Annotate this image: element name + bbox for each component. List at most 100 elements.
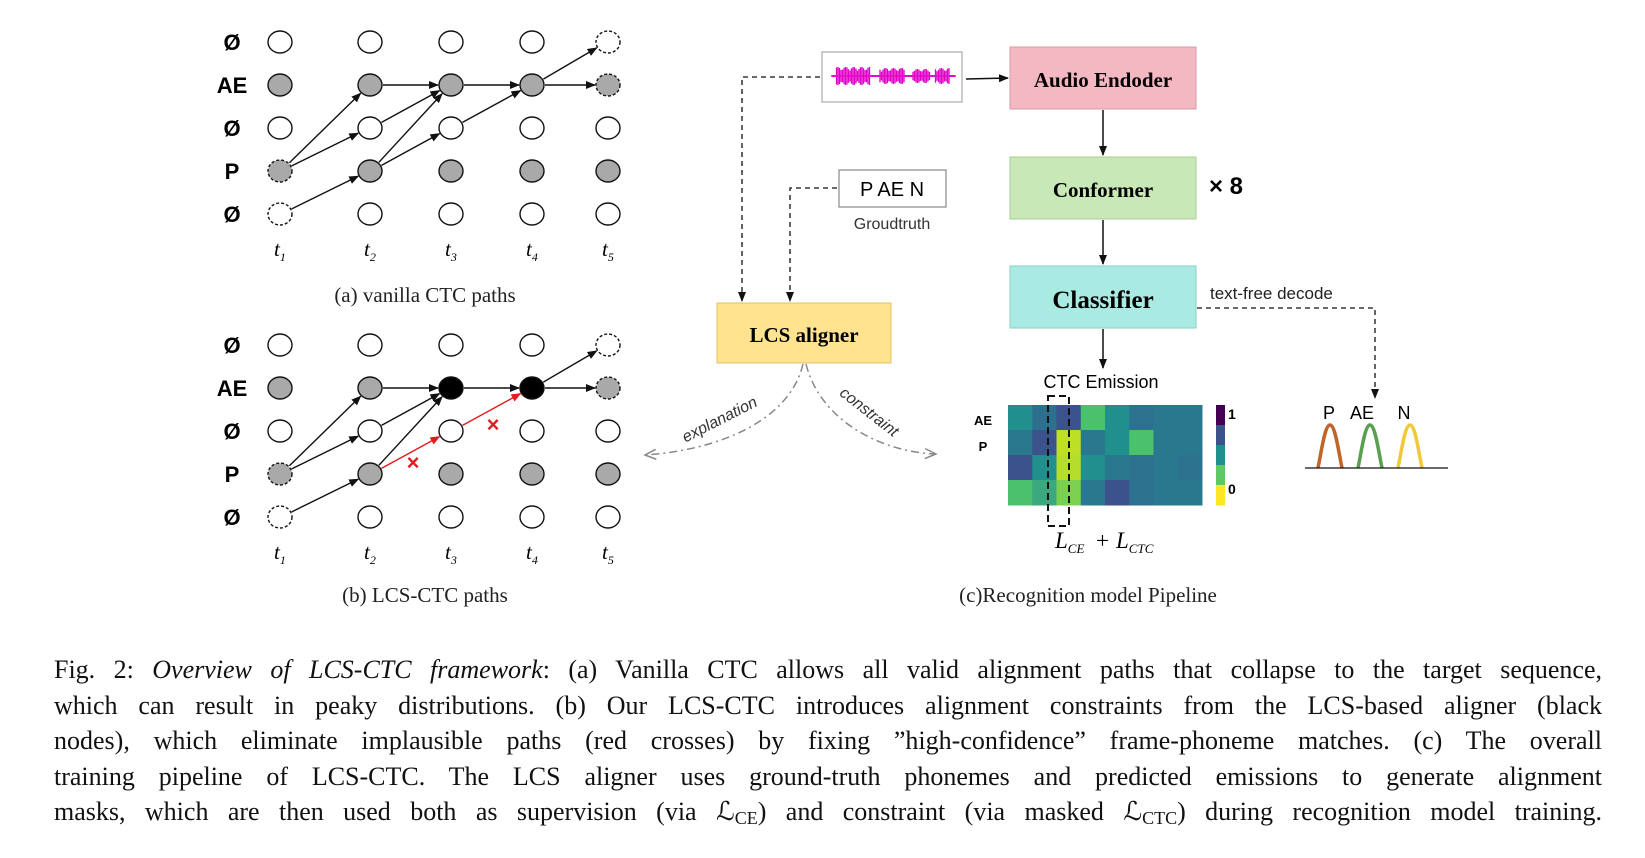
heatmap-cell	[1129, 405, 1154, 431]
conformer-label: Conformer	[1053, 178, 1153, 202]
lattice-node	[438, 30, 464, 54]
heatmap-cell	[1177, 480, 1203, 506]
colorbar-segment	[1216, 465, 1225, 486]
lattice-node	[519, 376, 545, 400]
heatmap-row-label-ae: AE	[974, 413, 992, 428]
colorbar-max-label: 1	[1228, 406, 1236, 422]
red-cross-mark: ×	[407, 450, 420, 475]
row-label: AE	[217, 73, 248, 98]
lattice-node	[519, 333, 545, 357]
time-label: t3	[445, 540, 457, 567]
path-edge	[381, 436, 441, 469]
path-edge	[381, 90, 441, 123]
colorbar-segment	[1216, 425, 1225, 446]
heatmap-cell	[1080, 430, 1106, 456]
heatmap-cell	[1105, 430, 1130, 456]
lattice-node	[438, 159, 464, 183]
caption-line: Fig. 2: Overview of LCS-CTC framework: (…	[54, 652, 1602, 688]
panel-c-caption: (c)Recognition model Pipeline	[959, 583, 1217, 607]
path-edge	[381, 393, 441, 426]
explanation-curve	[643, 363, 804, 460]
row-label: Ø	[223, 505, 240, 530]
path-edge	[462, 90, 522, 123]
lattice-node	[267, 462, 293, 486]
loss-ctc: LCTC	[1115, 528, 1154, 556]
path-edge	[291, 132, 360, 167]
lattice-node	[595, 73, 621, 97]
heatmap-cell	[1008, 405, 1033, 431]
lattice-node	[267, 30, 293, 54]
heatmap-cell	[1105, 480, 1130, 506]
audio-encoder-box	[1009, 46, 1197, 110]
lattice-node	[438, 333, 464, 357]
loss-plus: +	[1096, 528, 1109, 553]
caption-text: masks, which are then used both as super…	[54, 797, 716, 826]
row-label: Ø	[223, 202, 240, 227]
lattice-node	[595, 202, 621, 226]
path-edge	[542, 47, 598, 80]
time-label: t1	[274, 237, 286, 264]
time-label: t2	[364, 237, 376, 264]
heatmap-cell	[1153, 480, 1179, 506]
phoneme-peak	[1396, 423, 1424, 469]
caption-text: : (a) Vanilla CTC allows all valid align…	[542, 655, 1602, 684]
red-cross-mark: ×	[487, 412, 500, 437]
caption-line: nodes), which eliminate implausible path…	[54, 723, 1602, 759]
caption-text: Overview of LCS-CTC framework	[152, 655, 543, 684]
lattice-node	[519, 30, 545, 54]
phoneme-peak-label: N	[1398, 403, 1411, 423]
lattice-node	[595, 462, 621, 486]
arrow-text-free-decode	[1197, 307, 1379, 399]
path-edge	[542, 350, 598, 383]
phoneme-peak-label: AE	[1350, 403, 1374, 423]
conformer-box	[1009, 156, 1197, 220]
heatmap-cell	[1129, 430, 1154, 456]
explanation-label: explanation	[680, 394, 761, 446]
lattice-node	[357, 505, 383, 529]
path-edge	[291, 478, 360, 513]
lattice-node	[519, 116, 545, 140]
heatmap-cell	[1129, 480, 1154, 506]
colorbar-min-label: 0	[1228, 481, 1236, 497]
caption-line: masks, which are then used both as super…	[54, 794, 1602, 830]
lcs-aligner-box	[716, 302, 892, 364]
lattice-node	[438, 73, 464, 97]
caption-text: Fig. 2:	[54, 655, 153, 684]
lattice-node	[357, 116, 383, 140]
heatmap-cell	[1032, 430, 1057, 456]
caption-line: which can result in peaky distributions.…	[54, 688, 1602, 724]
lattice-node	[519, 419, 545, 443]
phoneme-peak-label: P	[1323, 403, 1335, 423]
path-edge	[288, 395, 362, 467]
heatmap-cell	[1080, 455, 1106, 481]
row-label: AE	[217, 376, 248, 401]
lattice-node	[438, 116, 464, 140]
lattice-node	[357, 159, 383, 183]
path-edge	[378, 396, 443, 466]
lattice-node	[357, 202, 383, 226]
figure-caption: Fig. 2: Overview of LCS-CTC framework: (…	[54, 652, 1602, 830]
lattice-node	[267, 202, 293, 226]
heatmap-cell	[1008, 455, 1033, 481]
heatmap-cell	[1177, 455, 1203, 481]
lattice-node	[595, 376, 621, 400]
heatmap-row-label-p: P	[979, 439, 988, 454]
heatmap-cell	[1153, 430, 1179, 456]
caption-text: nodes), which eliminate implausible path…	[54, 726, 1602, 755]
colorbar-segment	[1216, 445, 1225, 466]
row-label: Ø	[223, 30, 240, 55]
caption-line: training pipeline of LCS-CTC. The LCS al…	[54, 759, 1602, 795]
lattice-node	[595, 116, 621, 140]
lattice-node	[438, 505, 464, 529]
heatmap-cell	[1129, 455, 1154, 481]
caption-text: training pipeline of LCS-CTC. The LCS al…	[54, 761, 1602, 791]
time-label: t3	[445, 237, 457, 264]
arrow-wave-to-aligner	[738, 76, 820, 302]
time-label: t4	[526, 237, 538, 264]
time-label: t1	[274, 540, 286, 567]
lattice-node	[267, 159, 293, 183]
lattice-node	[267, 73, 293, 97]
lattice-node	[595, 30, 621, 54]
